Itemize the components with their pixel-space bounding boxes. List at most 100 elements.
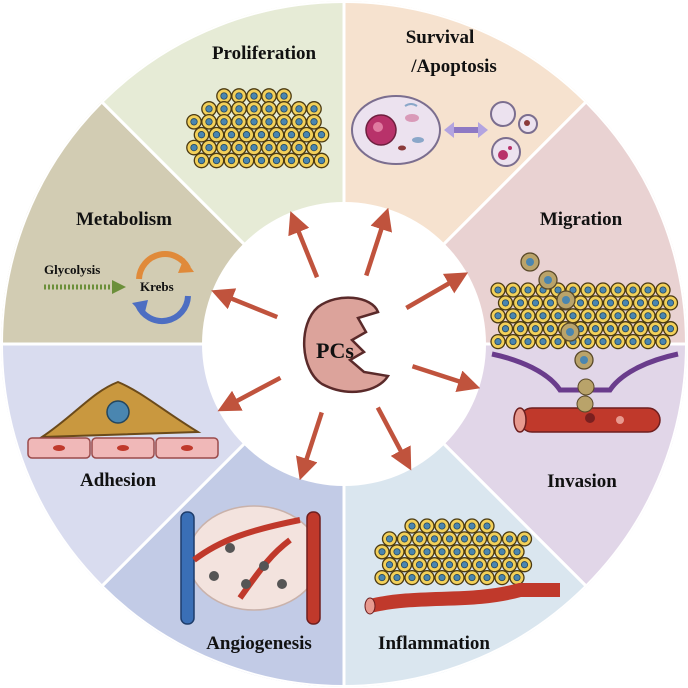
cell-nucleus	[546, 325, 555, 333]
cell-nucleus	[468, 548, 476, 556]
cell-nucleus	[212, 156, 221, 165]
signal-arrow	[375, 406, 412, 471]
cell-nucleus	[235, 118, 243, 126]
cell-nucleus	[505, 561, 514, 569]
cell-nucleus	[591, 299, 600, 307]
cell-nucleus	[576, 299, 585, 307]
cell-nucleus	[220, 143, 228, 152]
cell-nucleus	[302, 156, 311, 165]
cell-nucleus	[621, 299, 630, 307]
adhesion-illustration	[27, 380, 219, 459]
cell-nucleus	[415, 535, 424, 543]
cell-nucleus	[501, 325, 510, 333]
cell-nucleus	[257, 156, 266, 165]
cell-nucleus	[453, 574, 461, 582]
cell-nucleus	[524, 286, 532, 294]
krebs-label: Krebs	[140, 279, 174, 294]
cell-nucleus	[501, 299, 510, 307]
signal-arrow	[295, 411, 324, 481]
cell-nucleus	[629, 338, 637, 346]
cell-nucleus	[599, 312, 607, 320]
cell-nucleus	[393, 548, 401, 556]
cell-nucleus	[408, 522, 416, 530]
cell-nucleus	[220, 92, 228, 100]
signal-arrows	[211, 207, 481, 481]
metabolism-illustration	[44, 251, 194, 324]
cell-nucleus	[468, 522, 476, 530]
cell-nucleus	[584, 286, 592, 294]
cell-nucleus	[621, 325, 630, 333]
migration-cell-layer-illustration	[490, 252, 679, 370]
cell-nucleus	[516, 325, 525, 333]
cell-nucleus	[265, 143, 273, 152]
cell-nucleus	[235, 92, 243, 100]
cell-nucleus	[197, 131, 206, 139]
cell-nucleus	[205, 105, 213, 113]
cell-nucleus	[566, 328, 574, 336]
cell-nucleus	[531, 325, 540, 333]
cell-nucleus	[385, 561, 394, 569]
cell-nucleus	[400, 535, 409, 543]
glycolysis-label: Glycolysis	[44, 262, 100, 277]
inflammation-cell-cluster-illustration	[374, 518, 533, 586]
cell-nucleus	[190, 143, 198, 152]
cell-nucleus	[651, 325, 660, 333]
cell-nucleus	[257, 131, 266, 139]
cell-nucleus	[629, 312, 637, 320]
cell-nucleus	[317, 156, 326, 165]
cell-nucleus	[272, 156, 281, 165]
metabolism-label: Metabolism	[76, 209, 172, 230]
cell-nucleus	[415, 561, 424, 569]
cell-nucleus	[636, 299, 645, 307]
cell-nucleus	[562, 296, 570, 304]
cell-nucleus	[509, 338, 517, 346]
survival-label: Survival	[406, 27, 475, 48]
signal-arrow	[217, 375, 282, 412]
cell-nucleus	[250, 92, 258, 100]
cell-nucleus	[250, 118, 258, 126]
cell-nucleus	[666, 299, 675, 307]
cell-nucleus	[235, 105, 243, 113]
cell-nucleus	[250, 105, 258, 113]
cell-nucleus	[494, 312, 502, 320]
inflammation-vessel-illustration	[364, 583, 560, 615]
cell-nucleus	[644, 338, 652, 346]
cell-nucleus	[513, 574, 521, 582]
cell-nucleus	[546, 299, 555, 307]
cell-nucleus	[287, 131, 296, 139]
center-label: PCs	[316, 338, 354, 363]
cell-nucleus	[280, 118, 288, 126]
cell-nucleus	[644, 312, 652, 320]
angiogenesis-illustration	[180, 505, 321, 625]
cell-nucleus	[302, 131, 311, 139]
cell-nucleus	[280, 143, 288, 152]
cell-nucleus	[272, 131, 281, 139]
cell-nucleus	[591, 325, 600, 333]
cell-nucleus	[400, 561, 409, 569]
cell-nucleus	[580, 356, 588, 364]
cell-nucleus	[569, 286, 577, 294]
cell-nucleus	[408, 548, 416, 556]
signal-arrow	[288, 211, 320, 279]
cell-nucleus	[242, 131, 251, 139]
proliferation-cell-cluster-illustration	[186, 88, 330, 169]
cell-nucleus	[438, 574, 446, 582]
cell-nucleus	[385, 535, 394, 543]
cell-nucleus	[629, 286, 637, 294]
cell-nucleus	[526, 258, 534, 266]
invasion-vessel-illustration	[491, 351, 679, 433]
cell-nucleus	[445, 535, 454, 543]
cell-nucleus	[490, 535, 499, 543]
cell-nucleus	[227, 131, 236, 139]
cell-nucleus	[445, 561, 454, 569]
cell-nucleus	[659, 312, 667, 320]
cell-nucleus	[295, 105, 303, 113]
cell-nucleus	[539, 338, 547, 346]
cell-nucleus	[554, 286, 562, 294]
cell-nucleus	[520, 561, 529, 569]
angiogenesis-label: Angiogenesis	[206, 633, 312, 654]
cell-nucleus	[393, 574, 401, 582]
signal-arrow	[405, 272, 469, 310]
